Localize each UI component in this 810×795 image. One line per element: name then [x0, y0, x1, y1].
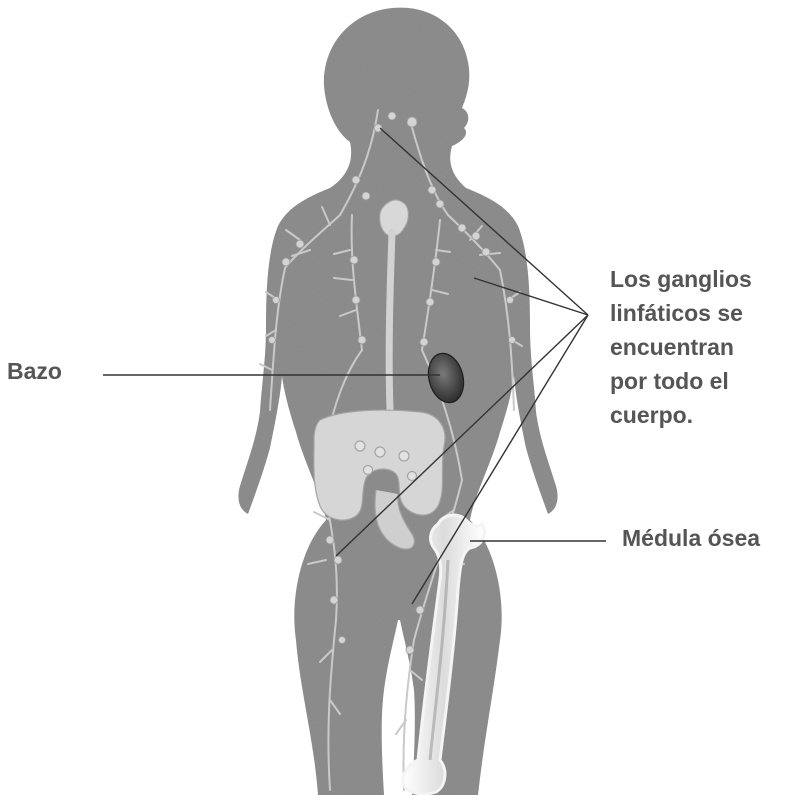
- lymph-nodes-label-line-2: linfáticos se: [610, 296, 752, 330]
- lymph-nodes-label-line-5: cuerpo.: [610, 398, 752, 432]
- lymph-nodes-label-line-1: Los ganglios: [610, 262, 752, 296]
- lymph-nodes-label: Los ganglios linfáticos se encuentran po…: [610, 262, 752, 432]
- body-silhouette: [238, 8, 557, 795]
- bone-marrow-label: Médula ósea: [622, 521, 760, 555]
- spleen-label: Bazo: [7, 354, 62, 388]
- lymph-nodes-label-line-4: por todo el: [610, 364, 752, 398]
- thoracic-duct: [389, 232, 392, 410]
- lymph-nodes-label-line-3: encuentran: [610, 330, 752, 364]
